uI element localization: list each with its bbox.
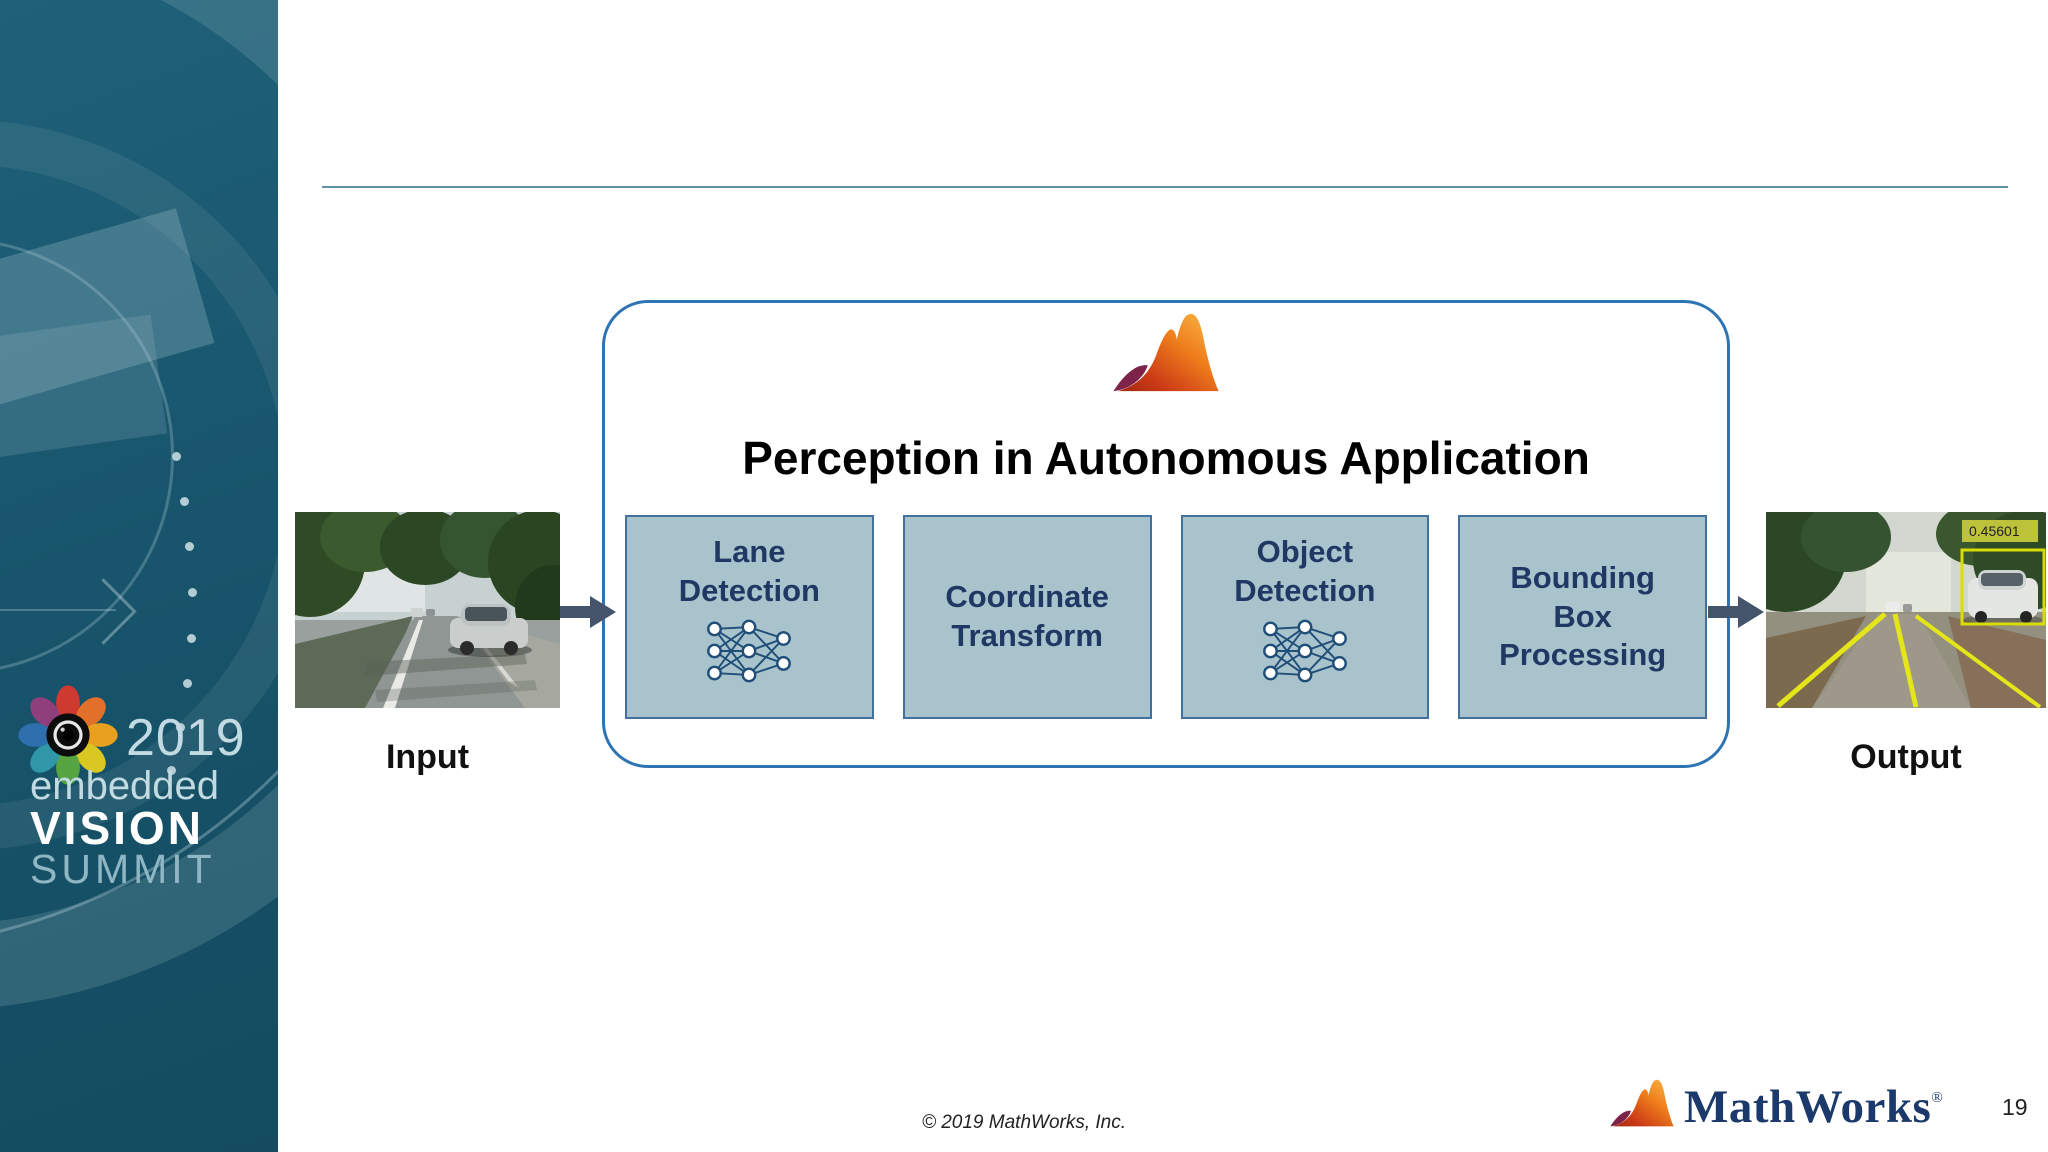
decorative-dot — [183, 679, 192, 688]
summit-embedded-text: embedded — [30, 764, 220, 808]
lane-overlay — [1776, 612, 2042, 708]
vision-summit-pinwheel-icon — [18, 685, 118, 785]
flow-arrow-icon — [1708, 596, 1764, 628]
stage-label: Object Detection — [1234, 534, 1376, 608]
mathworks-logo: MathWorks® — [1606, 1076, 1943, 1138]
bounding-box-overlay — [1960, 548, 2046, 626]
page-number: 19 — [2002, 1094, 2028, 1120]
pipeline-stages: Lane Detection Coordinate Transform Obje — [625, 515, 1707, 719]
decorative-dot — [185, 542, 194, 551]
decorative-dot — [172, 452, 181, 461]
decorative-arrow-shaft — [0, 609, 116, 611]
neural-network-icon — [707, 619, 792, 682]
stage-bounding-box-processing: Bounding Box Processing — [1458, 515, 1707, 719]
output-street-image: 0.45601 — [1766, 512, 2046, 708]
input-street-image — [295, 512, 560, 708]
decorative-dot — [187, 634, 196, 643]
output-label: Output — [1850, 738, 1962, 776]
summit-vision-text: VISION — [30, 802, 204, 854]
perception-pipeline-container: Perception in Autonomous Application Lan… — [602, 300, 1730, 768]
decorative-dot — [180, 497, 189, 506]
mathworks-wordmark: MathWorks — [1684, 1081, 1932, 1133]
sidebar-banner: 2019 embedded VISION SUMMIT — [0, 0, 278, 1152]
decorative-dot — [167, 766, 176, 775]
stage-label: Coordinate Transform — [945, 579, 1109, 653]
mathworks-membrane-icon — [1610, 1079, 1674, 1127]
stage-label: Bounding Box Processing — [1499, 559, 1667, 673]
summit-year: 2019 — [126, 709, 246, 767]
stage-lane-detection: Lane Detection — [625, 515, 874, 719]
copyright-text: © 2019 MathWorks, Inc. — [921, 1112, 1127, 1133]
decorative-dot — [176, 723, 185, 732]
summit-summit-text: SUMMIT — [30, 846, 216, 892]
pipeline-title: Perception in Autonomous Application — [742, 432, 1590, 484]
flow-arrow-icon — [560, 596, 616, 628]
detection-score: 0.45601 — [1969, 523, 2020, 539]
stage-coordinate-transform: Coordinate Transform — [902, 515, 1152, 719]
neural-network-icon — [1262, 619, 1347, 682]
matlab-membrane-logo-icon — [1113, 313, 1219, 392]
input-label: Input — [385, 738, 470, 776]
registered-mark: ® — [1931, 1090, 1943, 1106]
stage-label: Lane Detection — [678, 534, 820, 608]
stage-object-detection: Object Detection — [1180, 515, 1430, 719]
decorative-dot — [188, 588, 197, 597]
header-divider-line — [322, 186, 2008, 188]
detection-score-badge — [1962, 520, 2038, 542]
